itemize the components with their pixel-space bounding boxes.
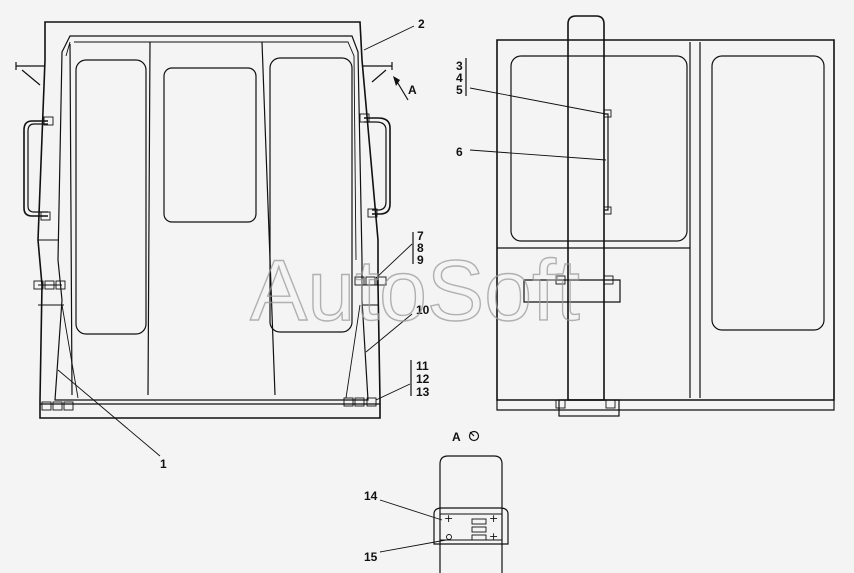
- callout-15: 15: [364, 550, 378, 564]
- left-handrail: [23, 120, 48, 217]
- callout-11: 11: [416, 359, 429, 373]
- cab-front-view: [15, 21, 409, 419]
- leader-lines: [57, 25, 607, 553]
- callout-6: 6: [456, 145, 463, 159]
- plus-mark-icon: +: [489, 530, 498, 543]
- watermark: AutoSoft: [250, 243, 580, 339]
- callout-13: 13: [416, 385, 430, 399]
- callout-labels: 1 2 3 4 5 6 7 8 9 10 11 12 13 14 15 A A: [160, 17, 463, 564]
- middle-right-mounts: [354, 276, 387, 286]
- callout-14: 14: [364, 489, 378, 503]
- side-pillar: [567, 15, 605, 401]
- bottom-left-mounts: [41, 401, 74, 411]
- callout-7: 7: [417, 229, 424, 243]
- middle-left-mounts: [33, 280, 66, 290]
- callout-10: 10: [416, 303, 430, 317]
- callout-5: 5: [456, 83, 463, 97]
- callout-8: 8: [417, 241, 424, 255]
- right-handrail: [364, 117, 391, 215]
- plus-mark-icon: +: [444, 512, 453, 525]
- view-a-title: A: [452, 430, 461, 444]
- view-rotation-icon: [468, 430, 480, 442]
- callout-12: 12: [416, 372, 430, 386]
- callout-2: 2: [418, 17, 425, 31]
- view-arrow-label: A: [408, 83, 417, 97]
- plus-mark-icon: +: [489, 512, 498, 525]
- callout-4: 4: [456, 71, 463, 85]
- callout-9: 9: [417, 253, 424, 267]
- callout-3: 3: [456, 59, 463, 73]
- cab-side-view: [496, 15, 835, 417]
- view-a-detail: + + +: [433, 430, 509, 573]
- callout-1: 1: [160, 457, 167, 471]
- bottom-right-mounts: [343, 397, 377, 407]
